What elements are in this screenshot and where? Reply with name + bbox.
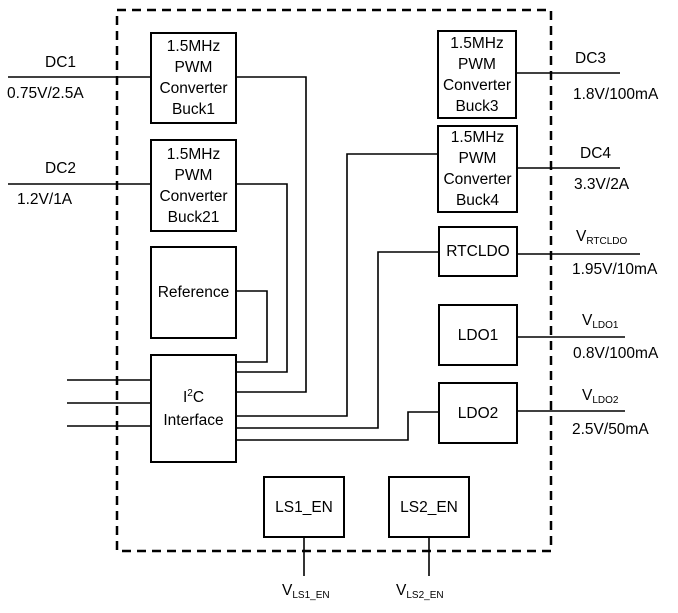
vls1-name: VLS1_EN: [282, 582, 330, 601]
i2c-label-sup: 2: [187, 387, 193, 399]
dc4-spec: 3.3V/2A: [574, 176, 630, 193]
i2c-to-ldo2: [237, 411, 438, 441]
vldo1-name: VLDO1: [582, 312, 619, 331]
i2c-to-buck21: [236, 183, 288, 373]
buck3-line-1: 1.5MHz: [450, 34, 504, 52]
buck3-line-3: Converter: [442, 76, 512, 94]
i2c-to-rtcldo: [237, 251, 438, 429]
vls2-v: V: [396, 582, 407, 599]
ldo1-label: LDO1: [457, 326, 499, 344]
i2c-to-buck4: [237, 153, 438, 417]
vls2-name: VLS2_EN: [396, 582, 444, 601]
rtcldo-block: RTCLDO: [438, 226, 518, 277]
buck1-line-1: 1.5MHz: [166, 38, 221, 55]
i2c-label-i: I: [182, 388, 188, 406]
ldo2-label: LDO2: [457, 404, 499, 422]
buck3-line-2: PWM: [458, 55, 496, 73]
buck1-line-3: Converter: [159, 80, 228, 97]
dc1-name: DC1: [45, 54, 77, 71]
buck21-line-1: 1.5MHz: [166, 145, 221, 163]
reference-block: Reference: [150, 246, 237, 339]
vldo1-v: V: [582, 312, 593, 329]
vrtcldo-v: V: [576, 228, 587, 245]
i2c-to-buck1: [236, 76, 307, 393]
buck3-line-4: Buck3: [455, 97, 499, 115]
vldo2-v: V: [582, 387, 593, 404]
i2c-interface-block: I2C Interface: [150, 354, 237, 463]
vrtcldo-spec: 1.95V/10mA: [572, 261, 658, 278]
i2c-to-reference: [237, 290, 268, 363]
buck1-line-4: Buck1: [171, 101, 216, 118]
vldo1-spec: 0.8V/100mA: [573, 345, 659, 362]
buck21-line-3: Converter: [159, 187, 228, 205]
vldo1-sub: LDO1: [592, 320, 619, 331]
ldo2-block: LDO2: [438, 382, 518, 444]
ldo1-block: LDO1: [438, 304, 518, 366]
i2c-label-line-1: I2C: [163, 387, 223, 410]
dc4-name: DC4: [580, 145, 612, 162]
buck4-line-2: PWM: [458, 150, 497, 167]
dc3-spec: 1.8V/100mA: [573, 86, 659, 103]
dc2-spec: 1.2V/1A: [17, 191, 73, 208]
vls1-sub: LS1_EN: [292, 590, 330, 601]
buck21-line-2: PWM: [174, 166, 213, 184]
vrtcldo-name: VRTCLDO: [576, 228, 628, 247]
ls2-en-block: LS2_EN: [388, 476, 470, 538]
ls1-en-label: LS1_EN: [275, 498, 333, 516]
buck4-line-3: Converter: [443, 171, 512, 188]
buck4-line-1: 1.5MHz: [450, 129, 505, 146]
rtcldo-label: RTCLDO: [446, 243, 510, 260]
vrtcldo-sub: RTCLDO: [586, 236, 628, 247]
buck1-line-2: PWM: [174, 59, 213, 76]
buck21-line-4: Buck21: [167, 208, 220, 226]
vldo2-sub: LDO2: [592, 395, 619, 406]
buck4-line-4: Buck4: [455, 192, 500, 209]
vldo2-spec: 2.5V/50mA: [572, 421, 649, 438]
vls2-sub: LS2_EN: [406, 590, 444, 601]
vldo2-name: VLDO2: [582, 387, 619, 406]
i2c-label-line-2: Interface: [163, 411, 224, 429]
ls2-en-label: LS2_EN: [400, 498, 458, 516]
ls1-en-block: LS1_EN: [263, 476, 345, 538]
dc1-spec: 0.75V/2.5A: [7, 85, 84, 102]
chip-boundary: [115, 8, 553, 553]
dc3-name: DC3: [575, 50, 607, 67]
reference-label: Reference: [157, 284, 230, 301]
vls1-v: V: [282, 582, 293, 599]
dc2-name: DC2: [45, 160, 77, 177]
i2c-label-c: C: [192, 388, 205, 406]
